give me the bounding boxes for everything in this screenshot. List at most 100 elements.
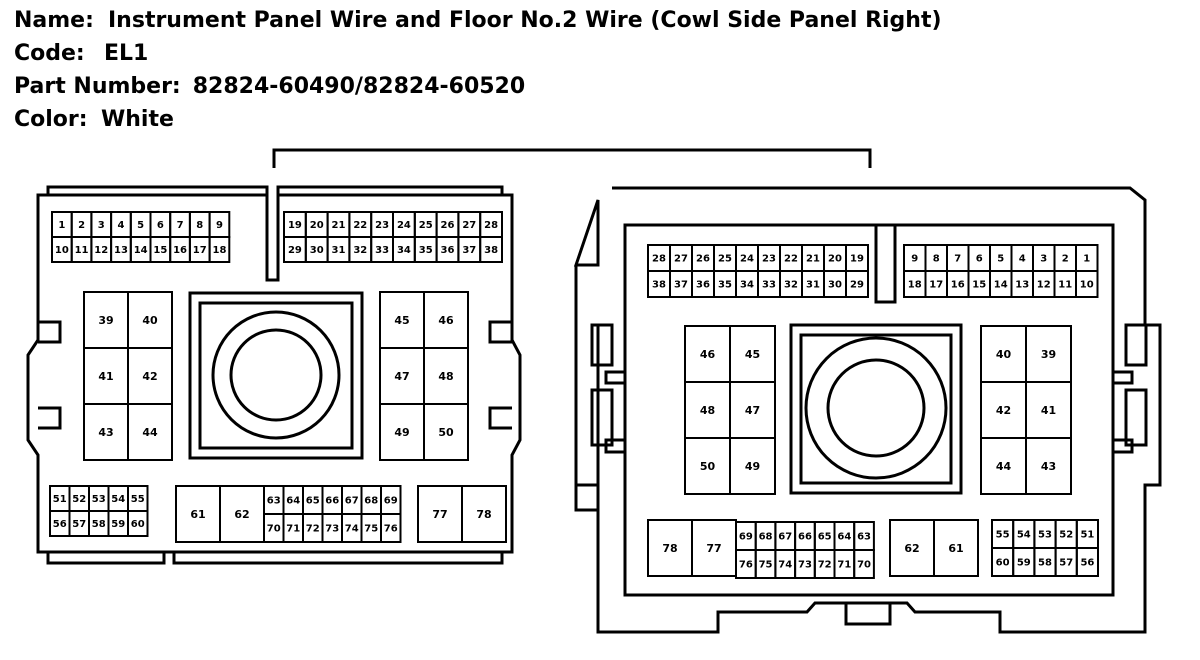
terminal-number: 13	[114, 245, 128, 256]
terminal-number: 58	[1038, 558, 1052, 569]
terminal-number: 33	[762, 280, 776, 291]
terminal-number: 32	[784, 280, 798, 291]
terminal-number: 62	[904, 542, 919, 555]
terminal-number: 55	[131, 494, 145, 505]
right-latch	[590, 388, 614, 447]
terminal-number: 18	[908, 280, 922, 291]
pairing-bracket	[272, 148, 872, 168]
terminal-number: 37	[674, 280, 688, 291]
terminal-number: 63	[267, 496, 281, 507]
terminal-number: 48	[438, 370, 453, 383]
terminal-number: 11	[75, 245, 89, 256]
terminal-cell	[423, 403, 469, 461]
terminal-number: 73	[798, 560, 812, 571]
terminal-number: 55	[996, 530, 1010, 541]
terminal-number: 22	[353, 220, 367, 231]
terminal-cell	[845, 270, 869, 298]
terminal-number: 68	[364, 496, 378, 507]
terminal-number: 34	[397, 245, 411, 256]
terminal-number: 19	[850, 254, 864, 265]
terminal-number: 71	[286, 524, 300, 535]
terminal-number: 5	[137, 220, 144, 231]
right-housing	[573, 186, 1162, 634]
right-inner-frame	[623, 223, 1115, 597]
terminal-number: 52	[72, 494, 86, 505]
terminal-number: 68	[759, 532, 773, 543]
terminal-number: 22	[784, 254, 798, 265]
terminal-number: 46	[438, 314, 454, 327]
terminal-number: 9	[911, 254, 918, 265]
terminal-number: 20	[828, 254, 842, 265]
color-line: Color:White	[14, 103, 1194, 136]
terminal-number: 40	[142, 314, 158, 327]
terminal-number: 26	[696, 254, 710, 265]
terminal-number: 23	[375, 220, 389, 231]
terminal-number: 61	[948, 542, 963, 555]
terminal-number: 77	[706, 542, 721, 555]
terminal-number: 2	[78, 220, 85, 231]
terminal-number: 34	[740, 280, 754, 291]
terminal-number: 45	[745, 348, 760, 361]
terminal-number: 47	[745, 404, 760, 417]
terminal-number: 12	[94, 245, 108, 256]
terminal-cell	[853, 549, 875, 579]
name-label: Name:	[14, 8, 94, 33]
terminal-number: 35	[718, 280, 732, 291]
terminal-number: 20	[310, 220, 324, 231]
terminal-number: 16	[173, 245, 187, 256]
part-number-line: Part Number:82824-60490/82824-60520	[14, 70, 1194, 103]
terminal-number: 39	[98, 314, 113, 327]
connector-info: Name:Instrument Panel Wire and Floor No.…	[14, 4, 1194, 136]
terminal-cell	[479, 236, 504, 263]
terminal-number: 78	[662, 542, 677, 555]
terminal-number: 2	[1062, 254, 1069, 265]
left-center-frame	[188, 291, 364, 460]
terminal-number: 17	[193, 245, 207, 256]
connector-code: EL1	[104, 41, 149, 66]
terminal-number: 14	[994, 280, 1008, 291]
name-line: Name:Instrument Panel Wire and Floor No.…	[14, 4, 1194, 37]
terminal-number: 65	[306, 496, 320, 507]
terminal-number: 30	[828, 280, 842, 291]
terminal-number: 4	[1019, 254, 1026, 265]
terminal-number: 76	[739, 560, 753, 571]
terminal-number: 41	[1041, 404, 1056, 417]
terminal-number: 27	[462, 220, 476, 231]
terminal-number: 24	[397, 220, 411, 231]
terminal-number: 76	[384, 524, 398, 535]
left-top-rail	[46, 185, 504, 195]
terminal-number: 59	[111, 519, 125, 530]
right-center-socket	[804, 336, 948, 480]
terminal-number: 28	[652, 254, 666, 265]
terminal-number: 10	[1080, 280, 1094, 291]
code-line: Code:EL1	[14, 37, 1194, 70]
terminal-number: 69	[739, 532, 753, 543]
terminal-number: 74	[778, 560, 792, 571]
terminal-number: 72	[306, 524, 320, 535]
terminal-number: 18	[212, 245, 226, 256]
terminal-number: 35	[419, 245, 433, 256]
terminal-number: 78	[476, 508, 491, 521]
terminal-number: 24	[740, 254, 754, 265]
terminal-number: 26	[441, 220, 455, 231]
left-side-latch	[38, 320, 62, 430]
part-number-label: Part Number:	[14, 74, 181, 99]
terminal-number: 11	[1058, 280, 1072, 291]
terminal-number: 31	[332, 245, 346, 256]
terminal-number: 14	[134, 245, 148, 256]
terminal-number: 8	[933, 254, 940, 265]
terminal-number: 54	[111, 494, 125, 505]
terminal-cell	[208, 236, 231, 263]
terminal-number: 44	[142, 426, 158, 439]
terminal-number: 59	[1017, 558, 1031, 569]
terminal-cell	[1025, 437, 1072, 495]
terminal-number: 75	[364, 524, 378, 535]
terminal-number: 29	[288, 245, 302, 256]
terminal-number: 53	[92, 494, 106, 505]
terminal-number: 57	[72, 519, 86, 530]
terminal-number: 74	[345, 524, 359, 535]
terminal-number: 50	[700, 460, 716, 473]
terminal-cell	[729, 437, 776, 495]
